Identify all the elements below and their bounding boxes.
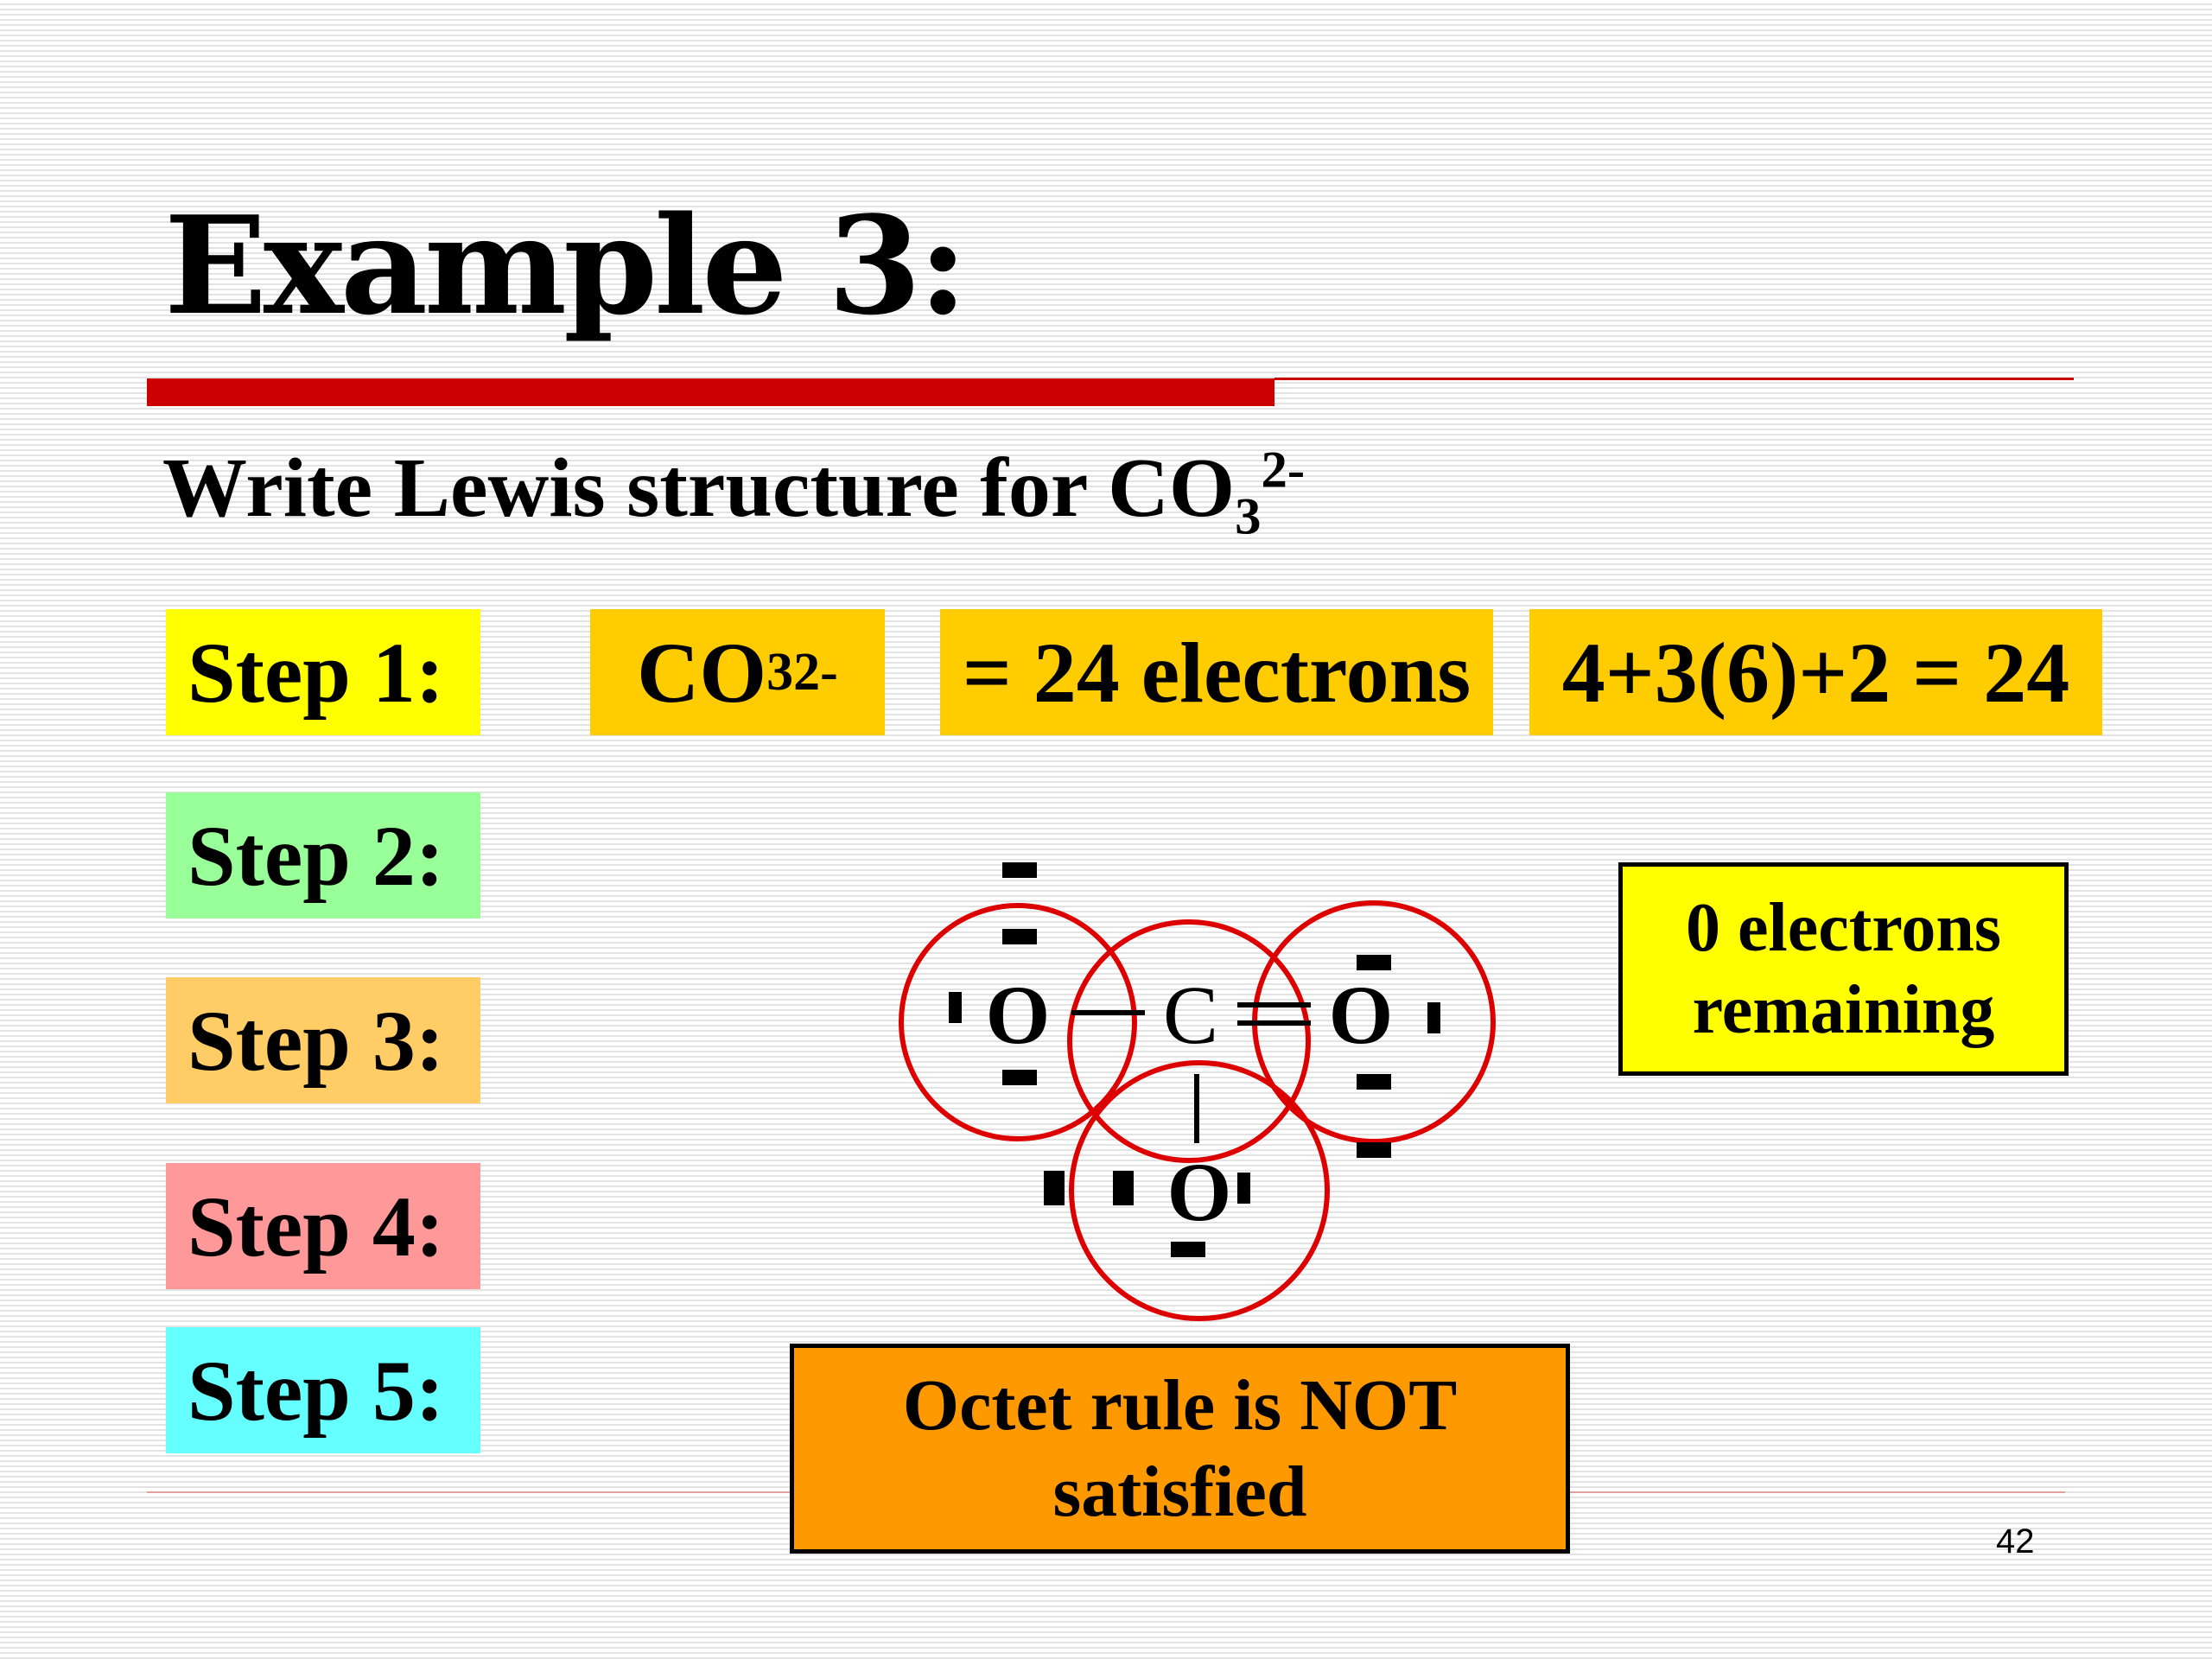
electron-equation-box: 4+3(6)+2 = 24 <box>1529 609 2102 735</box>
slide-subtitle: Write Lewis structure for CO32- <box>162 441 1306 543</box>
octet-circle-left-oxygen <box>899 903 1137 1141</box>
step-4-label: Step 4: <box>166 1163 480 1289</box>
lone-pair-dot <box>1357 955 1391 970</box>
atom-carbon: C <box>1163 969 1218 1061</box>
subtitle-text: Write Lewis structure for CO <box>162 442 1236 535</box>
step-3-label: Step 3: <box>166 977 480 1103</box>
octet-line-1: Octet rule is NOT <box>902 1365 1458 1446</box>
lone-pair-dot <box>1171 1242 1205 1257</box>
remaining-line-1: 0 electrons <box>1685 890 2002 967</box>
atom-bottom-oxygen: O <box>1167 1146 1232 1238</box>
lone-pair-dot <box>1427 1002 1440 1033</box>
subtitle-subscript: 3 <box>1235 487 1262 546</box>
title-underline-thin <box>1274 378 2074 380</box>
electrons-remaining-note: 0 electrons remaining <box>1618 862 2069 1076</box>
atom-right-oxygen: O <box>1329 969 1394 1061</box>
remaining-line-2: remaining <box>1692 971 1995 1048</box>
lone-pair-dot <box>1002 862 1037 878</box>
slide-title: Example 3: <box>164 187 968 345</box>
lone-pair-dot <box>1002 1070 1037 1085</box>
octet-line-2: satisfied <box>1052 1451 1307 1532</box>
title-underline-thick <box>147 378 1274 406</box>
subtitle-superscript: 2- <box>1261 441 1306 499</box>
octet-circle-carbon <box>1067 919 1311 1163</box>
step-2-label: Step 2: <box>166 792 480 918</box>
step-1-label: Step 1: <box>166 609 480 735</box>
lone-pair-dot <box>1237 1173 1250 1204</box>
lone-pair-dot <box>1357 1074 1391 1090</box>
lone-pair-dot <box>1357 1142 1391 1158</box>
lone-pair-dot <box>1113 1171 1134 1205</box>
step-5-label: Step 5: <box>166 1327 480 1453</box>
formula-text: CO <box>637 624 767 721</box>
electron-count-box: = 24 electrons <box>940 609 1493 735</box>
lone-pair-dot <box>1044 1171 1065 1205</box>
octet-circle-bottom-oxygen <box>1069 1060 1330 1321</box>
atom-left-oxygen: O <box>986 969 1051 1061</box>
octet-rule-note: Octet rule is NOT satisfied <box>790 1344 1570 1554</box>
lone-pair-dot <box>949 992 962 1023</box>
page-number: 42 <box>1996 1522 2035 1560</box>
lone-pair-dot <box>1002 929 1037 944</box>
